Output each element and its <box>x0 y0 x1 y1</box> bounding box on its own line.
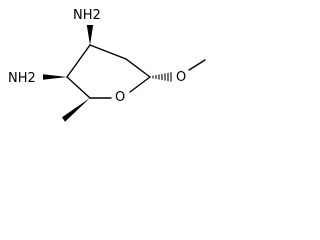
methoxy-oxygen-label: O <box>176 70 186 85</box>
amine-top-label: NH2 <box>73 8 101 23</box>
bond-ome-methyl <box>188 59 206 71</box>
molecule-diagram: NH2 NH2 O O <box>8 8 206 122</box>
ring-oxygen-label: O <box>115 90 125 105</box>
bond-c3-c2 <box>125 58 151 78</box>
hashed-bond-c2-ome <box>152 72 172 82</box>
amine-left-label: NH2 <box>8 71 36 86</box>
bond-c2-o-ring <box>129 76 151 93</box>
wedge-bond-c5-nh2 <box>43 74 67 80</box>
wedge-bond-c4-nh2 <box>86 25 94 45</box>
bond-c5-c4 <box>66 44 91 78</box>
wedge-bond-c6-methyl <box>62 98 90 122</box>
structure-canvas: NH2 NH2 O O <box>0 0 206 151</box>
bond-c6-c5 <box>66 76 91 99</box>
bond-c4-c3 <box>89 44 127 60</box>
